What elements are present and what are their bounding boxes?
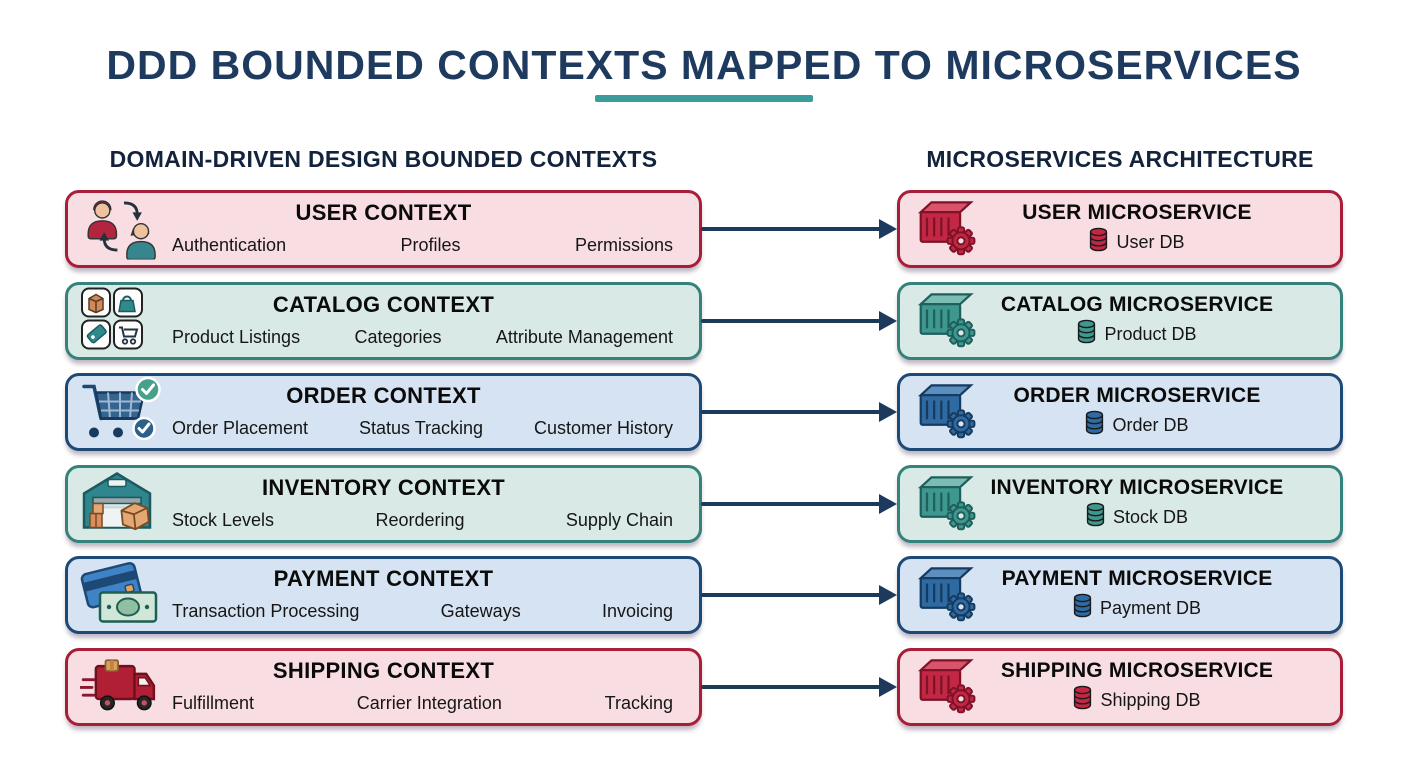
context-items: Authentication Profiles Permissions [172,235,673,256]
row-catalog: CATALOG CONTEXT Product Listings Categor… [0,282,1408,360]
inventory-microservice-box: INVENTORY MICROSERVICE Stock DB [897,465,1343,543]
inventory-context-box: INVENTORY CONTEXT Stock Levels Reorderin… [65,465,702,543]
database-icon [1086,502,1105,532]
database-label: User DB [1116,231,1185,252]
context-title: ORDER CONTEXT [286,383,481,408]
context-item: Transaction Processing [172,601,360,621]
database-label: Stock DB [1112,506,1189,527]
database-line: Product DB [940,319,1334,349]
context-title: USER CONTEXT [295,200,472,225]
context-item: Invoicing [601,601,673,621]
shipping-microservice-box: SHIPPING MICROSERVICE Shipping DB [897,648,1343,726]
user-microservice-box: USER MICROSERVICE User DB [897,190,1343,268]
container-gear-icon [910,288,978,355]
mapping-arrow [701,311,897,331]
column-header-bounded-contexts: DOMAIN-DRIVEN DESIGN BOUNDED CONTEXTS [109,146,658,172]
column-header-microservices: MICROSERVICES ARCHITECTURE [926,146,1314,172]
database-line: User DB [940,227,1334,257]
users-swap-icon [80,194,168,265]
payment-card-icon [80,561,160,630]
container-gear-icon [910,379,978,446]
mapping-arrow [701,402,897,422]
payment-microservice-box: PAYMENT MICROSERVICE Payment DB [897,556,1343,634]
context-items: Fulfillment Carrier Integration Tracking [172,693,673,714]
context-item: Categories [354,327,442,347]
context-item: Order Placement [172,418,309,438]
context-item: Profiles [400,235,461,255]
row-inventory: INVENTORY CONTEXT Stock Levels Reorderin… [0,465,1408,543]
context-item: Customer History [533,418,673,438]
context-items: Product Listings Categories Attribute Ma… [172,327,673,348]
microservice-title: ORDER MICROSERVICE [1013,384,1261,407]
row-order: ORDER CONTEXT Order Placement Status Tra… [0,373,1408,451]
context-item: Tracking [604,693,673,713]
database-icon [1073,685,1092,715]
catalog-items-icon [80,287,144,356]
mapping-arrow [701,494,897,514]
context-item: Permissions [574,235,673,255]
warehouse-icon [80,470,154,539]
payment-context-box: PAYMENT CONTEXT Transaction Processing G… [65,556,702,634]
container-gear-icon [910,196,978,263]
database-line: Shipping DB [940,685,1334,715]
row-user: USER CONTEXT Authentication Profiles Per… [0,190,1408,268]
container-gear-icon [910,654,978,721]
database-line: Order DB [940,410,1334,440]
context-title: PAYMENT CONTEXT [273,566,494,591]
context-item: Stock Levels [172,510,275,530]
shipping-context-box: SHIPPING CONTEXT Fulfillment Carrier Int… [65,648,702,726]
order-context-box: ORDER CONTEXT Order Placement Status Tra… [65,373,702,451]
mapping-arrow [701,219,897,239]
microservice-title: CATALOG MICROSERVICE [1000,293,1274,316]
context-item: Fulfillment [172,693,255,713]
catalog-context-box: CATALOG CONTEXT Product Listings Categor… [65,282,702,360]
context-item: Product Listings [172,327,301,347]
page-title: DDD BOUNDED CONTEXTS MAPPED TO MICROSERV… [106,42,1302,88]
context-items: Stock Levels Reordering Supply Chain [172,510,673,531]
context-item: Carrier Integration [356,693,502,713]
context-item: Status Tracking [358,418,484,438]
row-payment: PAYMENT CONTEXT Transaction Processing G… [0,556,1408,634]
microservice-title: USER MICROSERVICE [1022,201,1252,224]
context-title: CATALOG CONTEXT [272,292,495,317]
shipping-truck-icon [78,655,162,720]
user-context-box: USER CONTEXT Authentication Profiles Per… [65,190,702,268]
context-item: Attribute Management [495,327,673,347]
title-underline [595,95,813,102]
database-label: Payment DB [1099,597,1202,618]
context-item: Reordering [375,510,465,530]
container-gear-icon [910,471,978,538]
context-items: Transaction Processing Gateways Invoicin… [172,601,673,622]
microservice-title: PAYMENT MICROSERVICE [1001,567,1273,590]
database-label: Shipping DB [1100,689,1201,710]
catalog-microservice-box: CATALOG MICROSERVICE Product DB [897,282,1343,360]
context-item: Supply Chain [565,510,673,530]
database-label: Product DB [1104,323,1197,344]
context-item: Gateways [440,601,521,621]
database-line: Stock DB [940,502,1334,532]
row-shipping: SHIPPING CONTEXT Fulfillment Carrier Int… [0,648,1408,726]
context-items: Order Placement Status Tracking Customer… [172,418,673,439]
context-item: Authentication [172,235,287,255]
database-icon [1089,227,1108,257]
order-cart-icon [80,376,164,448]
container-gear-icon [910,562,978,629]
order-microservice-box: ORDER MICROSERVICE Order DB [897,373,1343,451]
mapping-arrow [701,585,897,605]
database-line: Payment DB [940,593,1334,623]
mapping-arrow [701,677,897,697]
database-icon [1085,410,1104,440]
context-title: INVENTORY CONTEXT [261,475,506,500]
context-title: SHIPPING CONTEXT [272,658,495,683]
database-icon [1073,593,1092,623]
database-label: Order DB [1112,414,1189,435]
microservice-title: SHIPPING MICROSERVICE [1000,659,1274,682]
microservice-title: INVENTORY MICROSERVICE [990,476,1284,499]
database-icon [1077,319,1096,349]
